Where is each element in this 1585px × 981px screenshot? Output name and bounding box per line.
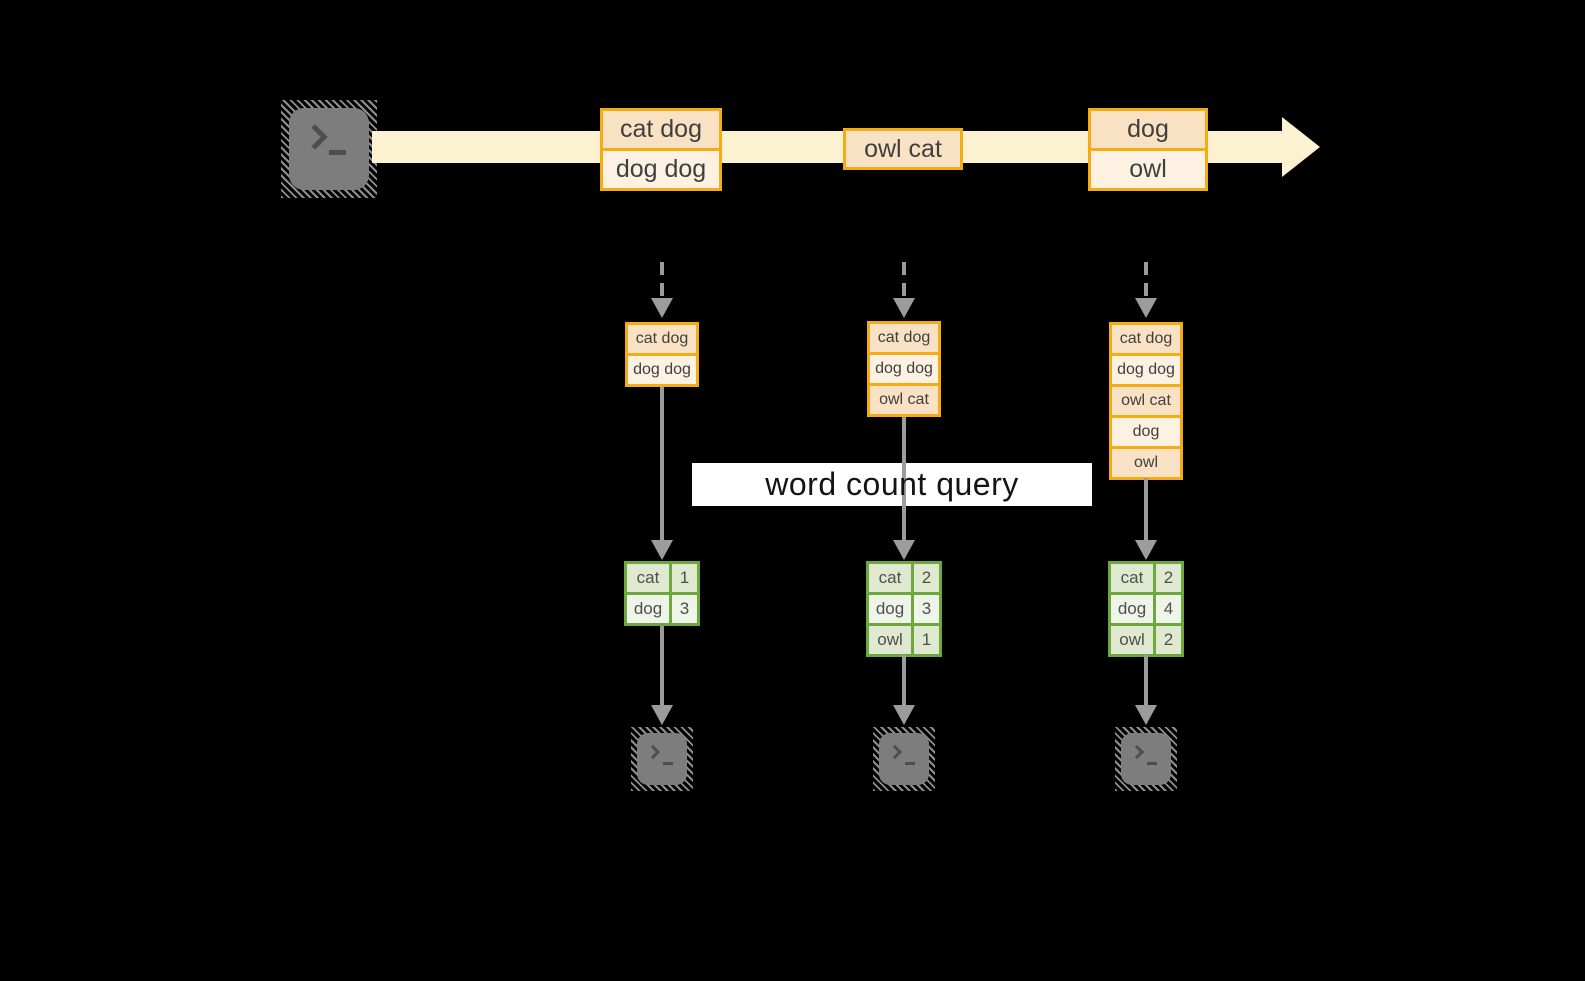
- buffer-record: dog: [1112, 418, 1180, 446]
- prompt-underscore-icon: [663, 762, 673, 765]
- flow-arrow-line: [902, 417, 906, 542]
- prompt-chevron-icon: [302, 124, 328, 150]
- event-record: cat dog: [603, 111, 719, 148]
- word-count-table: cat 2 dog 3 owl 1: [866, 561, 942, 657]
- dashed-arrowhead-icon: [893, 298, 915, 318]
- buffer-record: cat dog: [1112, 325, 1180, 353]
- word-count-table: cat 2 dog 4 owl 2: [1108, 561, 1184, 657]
- buffer-record: cat dog: [870, 324, 938, 352]
- buffer-record: dog dog: [870, 355, 938, 383]
- table-word-cell: cat: [627, 564, 669, 592]
- terminal-icon: [873, 727, 935, 791]
- flow-arrow-line: [1144, 478, 1148, 542]
- terminal-window: [637, 733, 687, 785]
- flow-arrowhead-icon: [893, 705, 915, 725]
- stream-arrowhead: [1282, 117, 1320, 177]
- query-label: word count query: [765, 466, 1019, 502]
- query-label-band: [692, 463, 1092, 506]
- record-buffer: cat dog dog dog: [625, 322, 699, 387]
- event-record: dog dog: [603, 151, 719, 188]
- prompt-underscore-icon: [329, 150, 346, 155]
- table-word-cell: dog: [869, 595, 911, 623]
- flow-arrow-line: [660, 387, 664, 542]
- table-word-cell: dog: [1111, 595, 1153, 623]
- flow-arrow-line: [902, 655, 906, 706]
- dashed-arrow-line: [902, 262, 906, 300]
- buffer-record: dog dog: [628, 356, 696, 384]
- terminal-window: [1121, 733, 1171, 785]
- table-count-cell: 1: [672, 564, 697, 592]
- table-count-cell: 2: [914, 564, 939, 592]
- flow-arrowhead-icon: [893, 540, 915, 560]
- buffer-record: dog dog: [1112, 356, 1180, 384]
- table-count-cell: 4: [1156, 595, 1181, 623]
- event-record: dog: [1091, 111, 1205, 148]
- flow-arrowhead-icon: [1135, 705, 1157, 725]
- flow-arrowhead-icon: [651, 540, 673, 560]
- table-word-cell: cat: [1111, 564, 1153, 592]
- record-buffer: cat dog dog dog owl cat: [867, 321, 941, 417]
- buffer-record: owl: [1112, 449, 1180, 477]
- table-word-cell: cat: [869, 564, 911, 592]
- flow-arrowhead-icon: [1135, 540, 1157, 560]
- stream-event-box: dog owl: [1088, 108, 1208, 191]
- buffer-record: owl cat: [1112, 387, 1180, 415]
- prompt-underscore-icon: [905, 762, 915, 765]
- prompt-chevron-icon: [1129, 744, 1145, 760]
- prompt-chevron-icon: [887, 744, 903, 760]
- table-count-cell: 2: [1156, 564, 1181, 592]
- event-record: owl cat: [846, 131, 960, 167]
- prompt-underscore-icon: [1147, 762, 1157, 765]
- table-word-cell: owl: [1111, 626, 1153, 654]
- flow-arrow-line: [1144, 655, 1148, 706]
- dashed-arrow-line: [1144, 262, 1148, 300]
- table-count-cell: 1: [914, 626, 939, 654]
- event-record: owl: [1091, 151, 1205, 188]
- buffer-record: owl cat: [870, 386, 938, 414]
- dashed-arrowhead-icon: [1135, 298, 1157, 318]
- terminal-window: [879, 733, 929, 785]
- stream-event-box: owl cat: [843, 128, 963, 170]
- table-word-cell: owl: [869, 626, 911, 654]
- table-count-cell: 3: [914, 595, 939, 623]
- table-count-cell: 2: [1156, 626, 1181, 654]
- word-count-table: cat 1 dog 3: [624, 561, 700, 626]
- table-count-cell: 3: [672, 595, 697, 623]
- prompt-chevron-icon: [645, 744, 661, 760]
- terminal-icon: [631, 727, 693, 791]
- stream-event-box: cat dog dog dog: [600, 108, 722, 191]
- table-word-cell: dog: [627, 595, 669, 623]
- dashed-arrowhead-icon: [651, 298, 673, 318]
- buffer-record: cat dog: [628, 325, 696, 353]
- dashed-arrow-line: [660, 262, 664, 300]
- record-buffer: cat dog dog dog owl cat dog owl: [1109, 322, 1183, 480]
- terminal-icon: [1115, 727, 1177, 791]
- flow-arrowhead-icon: [651, 705, 673, 725]
- terminal-window: [289, 108, 369, 190]
- terminal-icon: [281, 100, 377, 198]
- flow-arrow-line: [660, 626, 664, 706]
